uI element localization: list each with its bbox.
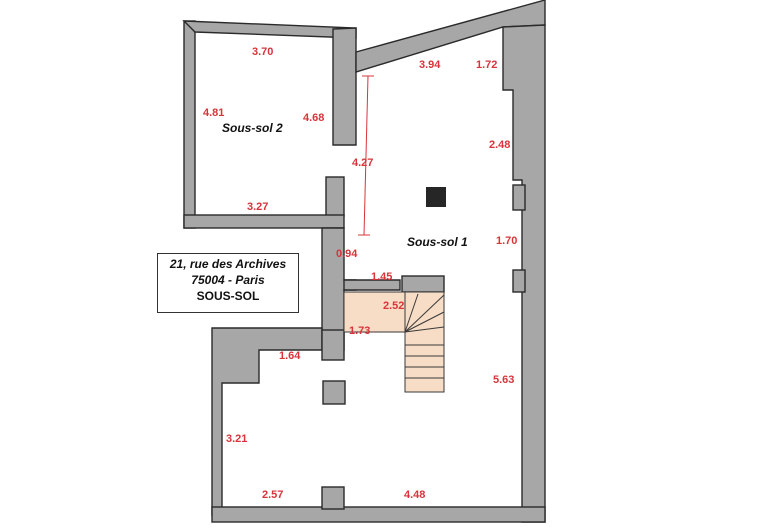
dim-3-21: 3.21 (226, 433, 247, 445)
pillar-gray (322, 380, 346, 405)
room-label-sous-sol-2: Sous-sol 2 (222, 121, 283, 135)
wall-ss2-right-upper (332, 27, 357, 146)
dim-4-68: 4.68 (303, 112, 324, 124)
wall-ss2-right-lower (325, 176, 345, 217)
staircase (343, 291, 445, 393)
address-box: 21, rue des Archives 75004 - Paris SOUS-… (157, 253, 299, 313)
dim-2-57: 2.57 (262, 489, 283, 501)
dim-0-94: 0.94 (336, 248, 358, 260)
address-street: 21, rue des Archives (169, 257, 287, 271)
dimension-line-4-27 (363, 75, 369, 236)
stair-flight (404, 291, 445, 393)
wall-ss2-bottom (183, 214, 345, 229)
dim-3-70: 3.70 (252, 46, 273, 58)
wall-ss2-top (182, 20, 357, 39)
wall-lower-stub (321, 329, 345, 361)
dim-5-63: 5.63 (493, 374, 514, 386)
dim-1-70: 1.70 (496, 235, 517, 247)
room-label-sous-sol-1: Sous-sol 1 (407, 235, 468, 249)
dim-1-64: 1.64 (279, 350, 301, 362)
address-city: 75004 - Paris (191, 273, 265, 287)
pillar-dark (426, 187, 446, 207)
wall-above-stair-left (343, 279, 401, 291)
wall-ss2-left (183, 20, 196, 229)
wall-bottom-stub (321, 486, 345, 510)
wall-right-jog2 (512, 269, 526, 293)
dim-3-27: 3.27 (247, 201, 268, 213)
level-label: SOUS-SOL (196, 289, 260, 303)
dim-4-48: 4.48 (404, 489, 425, 501)
dim-1-72: 1.72 (476, 59, 497, 71)
wall-lower-left (211, 327, 323, 516)
dim-2-48: 2.48 (489, 139, 510, 151)
wall-above-stair-right (401, 275, 445, 293)
dim-2-52: 2.52 (383, 300, 404, 312)
dim-3-94: 3.94 (419, 59, 441, 71)
wall-bottom (211, 506, 546, 523)
walls (182, 0, 546, 523)
dim-1-73: 1.73 (349, 325, 370, 337)
dim-1-45: 1.45 (371, 271, 392, 283)
dim-4-27: 4.27 (352, 157, 373, 169)
dim-4-81: 4.81 (203, 107, 224, 119)
wall-right-jog1 (512, 184, 526, 211)
